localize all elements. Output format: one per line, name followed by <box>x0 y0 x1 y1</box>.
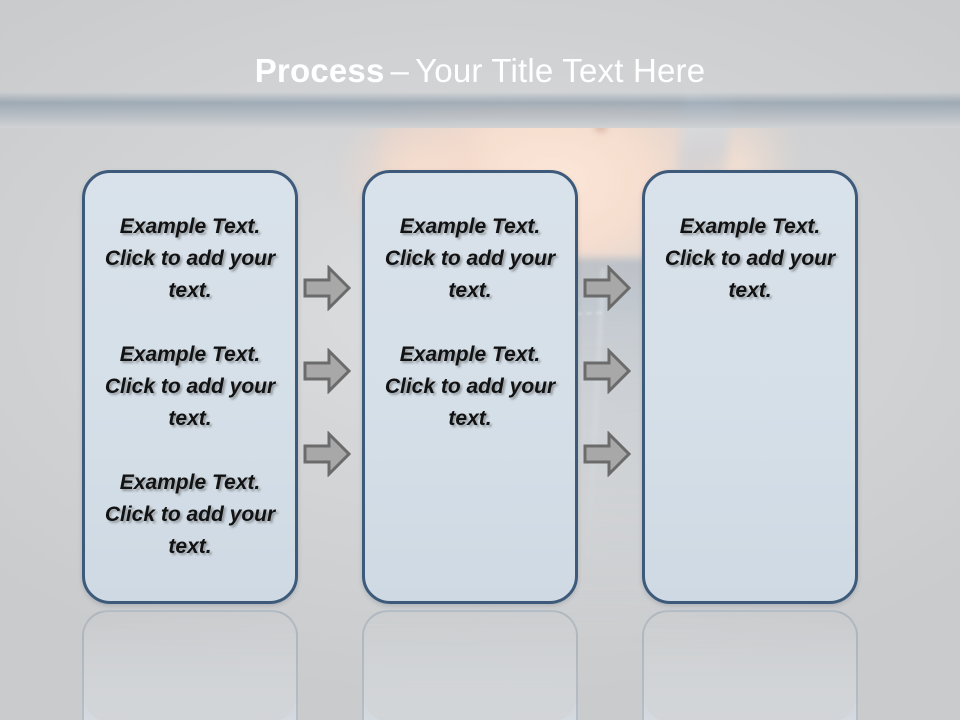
process-box-1-text-2[interactable]: Example Text. Click to add your text. <box>104 343 276 430</box>
arrow-right-icon <box>583 348 631 394</box>
process-box-2-text-1[interactable]: Example Text. Click to add your text. <box>384 215 556 302</box>
process-box-1[interactable]: Example Text. Click to add your text. Ex… <box>82 170 298 604</box>
box-reflection-2 <box>362 610 578 720</box>
page-title-strong: Process <box>254 52 385 89</box>
arrow-right-icon <box>583 265 631 311</box>
arrow-right-icon <box>303 348 351 394</box>
arrow-right-icon <box>303 265 351 311</box>
page-title: Process–Your Title Text Here <box>0 52 960 90</box>
process-box-2[interactable]: Example Text. Click to add your text. Ex… <box>362 170 578 604</box>
process-box-1-text-3[interactable]: Example Text. Click to add your text. <box>104 471 276 558</box>
page-title-separator: – <box>390 52 410 89</box>
process-box-1-text-1[interactable]: Example Text. Click to add your text. <box>104 215 276 302</box>
box-reflection-3 <box>642 610 858 720</box>
process-box-2-text-2[interactable]: Example Text. Click to add your text. <box>384 343 556 430</box>
arrow-right-icon <box>303 431 351 477</box>
page-title-rest: Your Title Text Here <box>415 52 706 89</box>
process-box-3-text-1[interactable]: Example Text. Click to add your text. <box>664 215 836 302</box>
process-box-3[interactable]: Example Text. Click to add your text. <box>642 170 858 604</box>
box-reflection-1 <box>82 610 298 720</box>
banner-fade-overlay <box>0 92 960 128</box>
arrow-right-icon <box>583 431 631 477</box>
